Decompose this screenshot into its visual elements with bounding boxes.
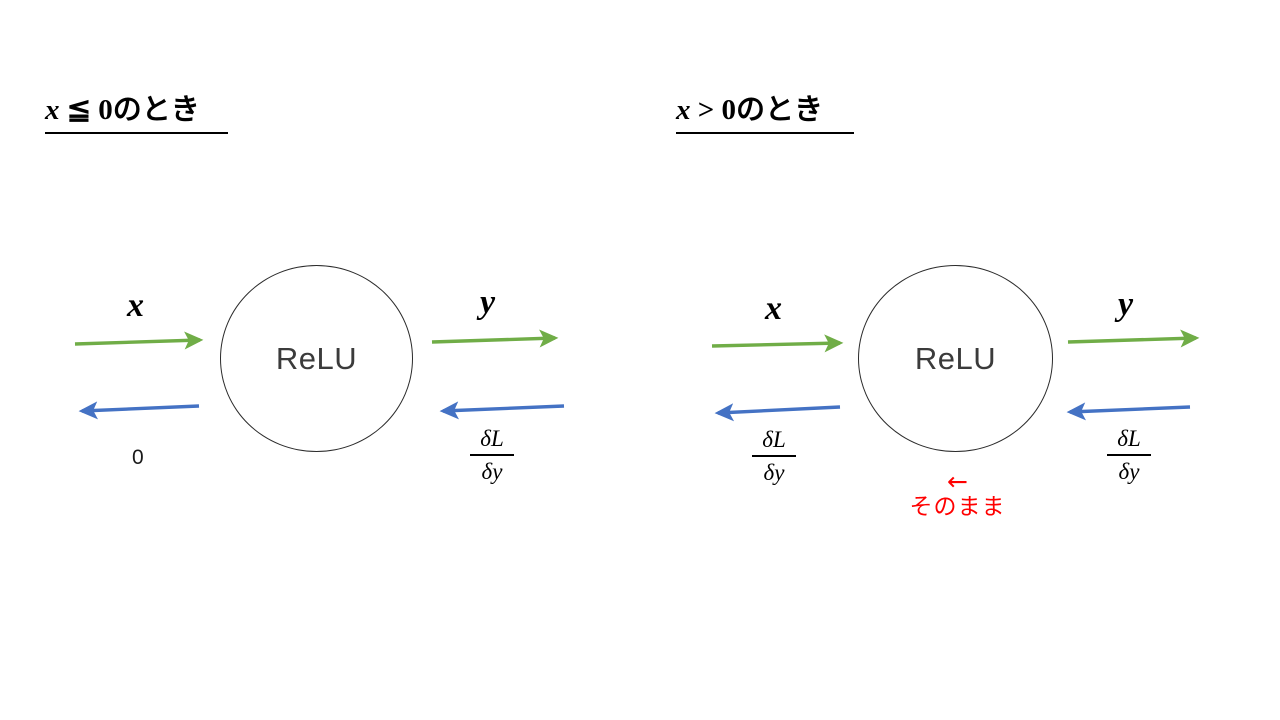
fraction-bar (1107, 453, 1151, 456)
right-output-backward-fraction: δL δy (1107, 426, 1151, 485)
panel-title-rest: > 0のとき (690, 94, 824, 126)
panel-title-underline (676, 132, 854, 134)
fraction-bar (470, 453, 514, 456)
left-output-backward-fraction: δL δy (470, 426, 514, 485)
relu-node-label: ReLU (914, 340, 997, 376)
right-output-forward-label: y (1118, 286, 1134, 323)
left-arrow-icon: ← (947, 467, 968, 496)
right-output-backward-denominator: δy (1118, 458, 1140, 484)
right-input-forward-label: x (765, 290, 782, 327)
panel-title-case-x-gt-0: x > 0のとき (676, 94, 854, 134)
right-output-backward-arrow (1066, 402, 1191, 421)
right-input-backward-fraction: δL δy (752, 427, 796, 486)
left-output-backward-denominator: δy (481, 458, 503, 484)
left-input-backward-arrow (78, 401, 200, 420)
left-output-forward-arrow (431, 329, 559, 348)
panel-title-variable: x (676, 94, 691, 126)
left-input-forward-label: x (127, 287, 144, 324)
panel-title-variable: x (45, 94, 60, 126)
right-input-forward-arrow (711, 334, 844, 353)
relu-node-right: ReLU (858, 265, 1053, 452)
panel-title-case-x-le-0: x ≦ 0のとき (45, 94, 228, 134)
left-input-forward-arrow (74, 331, 204, 350)
pass-through-annotation: ← そのまま (885, 467, 1030, 520)
relu-node-label: ReLU (275, 340, 358, 376)
pass-through-annotation-text: そのまま (909, 492, 1006, 519)
left-input-backward-label: 0 (132, 446, 144, 469)
left-output-backward-numerator: δL (480, 426, 504, 451)
right-input-backward-numerator: δL (762, 427, 786, 452)
panel-title-underline (45, 132, 228, 134)
relu-node-left: ReLU (220, 265, 413, 452)
right-output-backward-numerator: δL (1117, 426, 1141, 451)
left-output-forward-label: y (480, 284, 496, 321)
left-output-backward-arrow (439, 401, 565, 420)
fraction-bar (752, 454, 796, 457)
panel-title-rest: ≦ 0のとき (59, 94, 200, 126)
right-input-backward-arrow (714, 403, 841, 422)
right-input-backward-denominator: δy (763, 459, 785, 485)
right-output-forward-arrow (1067, 329, 1200, 348)
